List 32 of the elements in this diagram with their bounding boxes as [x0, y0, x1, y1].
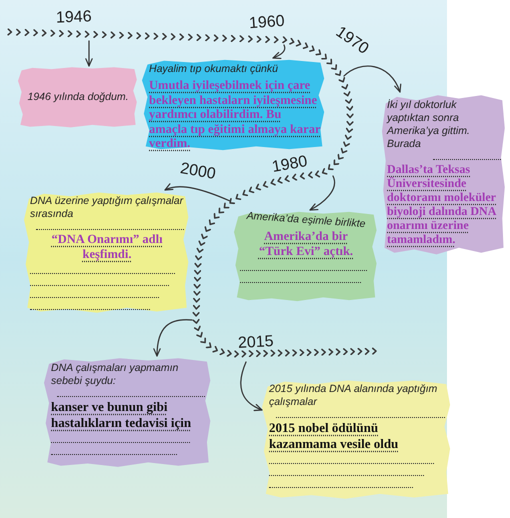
year-label: 1970 [332, 24, 371, 58]
arrow [240, 361, 263, 411]
answer-text: Dallas’ta Teksas Üniversitesinde doktoramı moleküler biyoloji dalında DNA onarımı üzerine tamamladım. [387, 162, 498, 246]
prompt-text: Hayalim tıp okumaktı çünkü [149, 63, 279, 76]
answer-text: “DNA Onarımı” adlı keşfimdi. [50, 232, 164, 262]
prompt-text: DNA üzerine yaptığım çalışmalar sırasında [30, 195, 184, 221]
brush-stroke-card [18, 66, 138, 128]
arrow [164, 184, 231, 202]
prompt-text: İki yıl doktorluk yaptıktan sonra Amerika’ya gittim. Burada [387, 99, 471, 151]
year-label: 1960 [248, 14, 286, 32]
prompt-text: DNA çalışmaları yapmamın sebebi şuydu: [51, 362, 180, 388]
answer-text: Umutla iyileşebilmek için çare bekleyen hastalarn iyileşmesine yardımcı olabilirdim. Bu amaçla tıp eğitimi almaya karar verdim. [149, 78, 322, 150]
answer-text: kanser ve bunun gibi hastalıkların tedavisi için [51, 399, 192, 431]
brush-stroke-card [234, 210, 378, 302]
year-label: 2015 [238, 334, 274, 352]
year-label: 1980 [270, 154, 309, 176]
arrow [154, 319, 193, 357]
year-label: 1946 [56, 9, 92, 27]
brush-stroke-card [24, 190, 190, 314]
year-label: 2000 [178, 161, 217, 183]
prompt-text: 1946 yılında doğdum. [28, 90, 128, 104]
prompt-text: 2015 yılında DNA alanında yaptığım çalışmalar [269, 383, 438, 409]
arrow [309, 175, 336, 211]
prompt-text: Amerika’da eşimle birlikte [245, 209, 367, 231]
arrow [272, 44, 286, 59]
answer-text: Amerika’da bir “Türk Evi” açtık. [258, 229, 354, 259]
brush-stroke-card [44, 356, 212, 468]
brush-stroke-card [142, 58, 326, 151]
arrow [343, 66, 401, 93]
brush-stroke-card [262, 378, 452, 500]
arrow [85, 40, 93, 67]
answer-text: 2015 nobel ödülünü kazanmama vesile oldu [269, 420, 400, 452]
